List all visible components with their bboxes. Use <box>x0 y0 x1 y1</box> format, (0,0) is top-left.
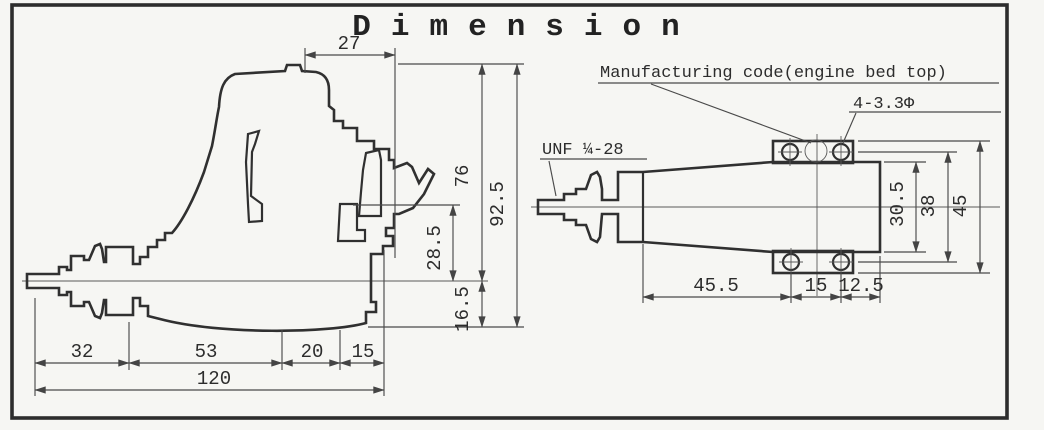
dim-overall-height: 92.5 <box>487 63 521 328</box>
engine-side-outline <box>25 63 436 333</box>
svg-text:92.5: 92.5 <box>487 181 509 227</box>
page-title: Dimension <box>352 10 699 45</box>
svg-text:45.5: 45.5 <box>693 275 739 297</box>
svg-text:15: 15 <box>805 275 828 297</box>
svg-text:20: 20 <box>301 341 324 363</box>
drawing-border <box>10 3 1009 420</box>
svg-text:27: 27 <box>338 33 361 55</box>
dim-height-above-centerline: 76 <box>398 63 524 282</box>
svg-text:12.5: 12.5 <box>838 275 884 297</box>
svg-text:28.5: 28.5 <box>424 225 446 271</box>
dim-carb-height: 28.5 <box>353 204 460 282</box>
svg-text:120: 120 <box>197 368 231 390</box>
engine-top-view: Manufacturing code(engine bed top) 4-3.3… <box>531 64 1001 303</box>
svg-text:15: 15 <box>352 341 375 363</box>
dim-hole-span-width: 38 <box>858 151 957 263</box>
svg-text:16.5: 16.5 <box>452 286 474 332</box>
mount-holes <box>778 136 853 276</box>
dim-bottom-chain: 32 53 20 15 120 <box>34 250 385 396</box>
rear-bracket-detail <box>336 202 367 243</box>
dim-body-width: 30.5 <box>884 161 926 253</box>
label-crank-thread: UNF ¼-28 <box>540 141 647 197</box>
label-mount-holes: 4-3.3Φ <box>842 95 1001 144</box>
engine-top-outline <box>536 160 882 254</box>
svg-text:53: 53 <box>195 341 218 363</box>
dim-top-view-bottom-chain: 45.5 15 12.5 <box>642 244 884 303</box>
svg-text:76: 76 <box>452 165 474 188</box>
svg-text:30.5: 30.5 <box>887 181 909 227</box>
svg-text:4-3.3Φ: 4-3.3Φ <box>853 95 915 114</box>
svg-text:UNF ¼-28: UNF ¼-28 <box>542 141 624 160</box>
engine-side-view: 27 28.5 76 16.5 92.5 <box>22 33 524 396</box>
svg-text:Manufacturing code(engine bed: Manufacturing code(engine bed top) <box>600 64 947 83</box>
dim-head-width: 27 <box>304 33 396 258</box>
svg-text:32: 32 <box>71 341 94 363</box>
dim-below-centerline: 16.5 <box>368 280 524 332</box>
carburetor-slot-detail <box>244 129 264 224</box>
label-manufacturing-code: Manufacturing code(engine bed top) <box>598 64 999 144</box>
rear-carb-detail <box>357 148 383 218</box>
manufacturing-code-stamp <box>804 139 828 163</box>
svg-text:45: 45 <box>950 195 972 218</box>
svg-text:38: 38 <box>918 195 940 218</box>
